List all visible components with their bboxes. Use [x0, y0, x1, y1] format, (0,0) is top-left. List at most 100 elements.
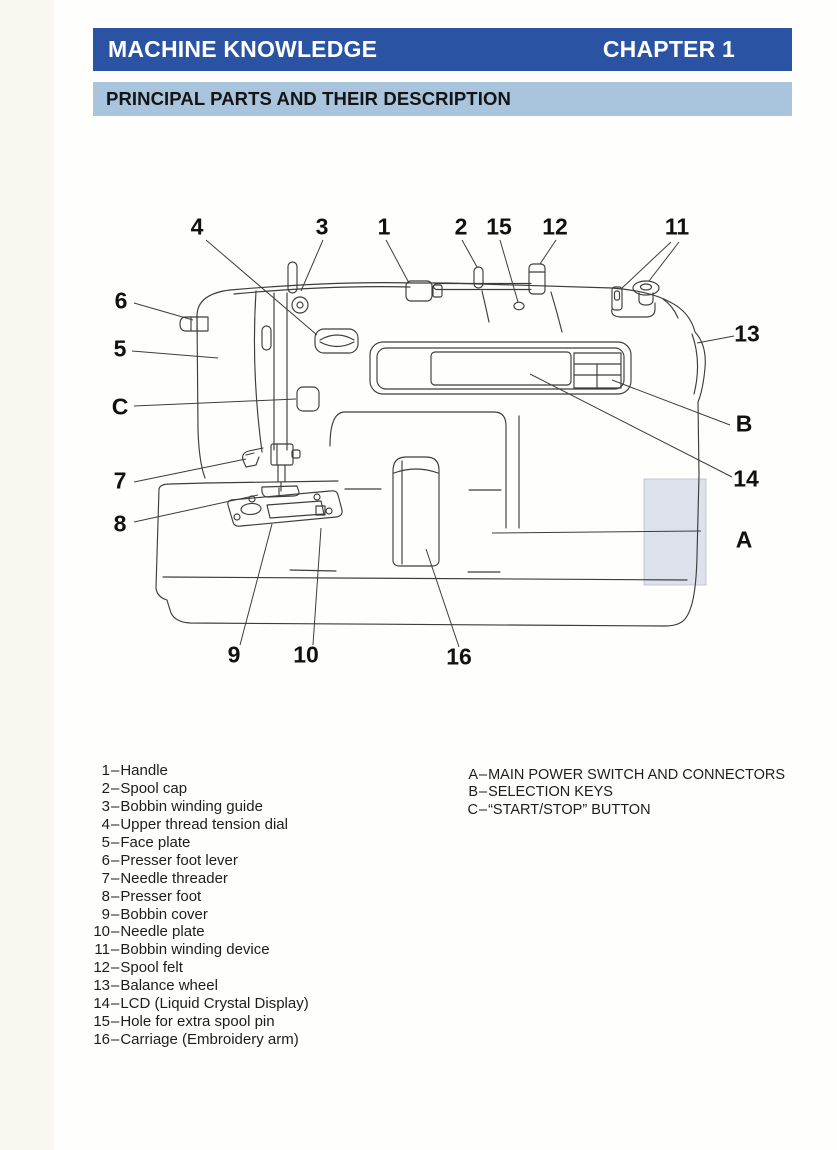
chapter-label: CHAPTER 1: [602, 36, 735, 62]
callout-14: 14: [733, 465, 759, 492]
legend-row-7: 7–Needle threader: [86, 869, 309, 887]
legend-number: 13: [93, 977, 110, 995]
section-title: PRINCIPAL PARTS AND THEIR DESCRIPTION: [106, 88, 511, 109]
callout-4: 4: [190, 213, 204, 240]
legend-number: 10: [93, 923, 110, 941]
legend-number: 11: [94, 941, 110, 959]
embroidery-carriage: [392, 456, 440, 567]
extra-spool-pin-hole: [513, 301, 525, 311]
needle-plate: [227, 490, 343, 527]
legend-separator: –: [111, 887, 120, 905]
legend-row-2: 2–Spool cap: [86, 780, 309, 798]
legend-separator: –: [111, 762, 120, 780]
callout-2: 2: [454, 213, 468, 240]
legend-number: 15: [93, 1012, 110, 1030]
lcd-panel: [369, 341, 632, 395]
legend-number: C: [467, 801, 478, 818]
callout-5: 5: [113, 335, 127, 362]
legend-number: 1: [101, 762, 110, 780]
legend-separator: –: [111, 834, 120, 851]
legend-row-8: 8–Presser foot: [86, 887, 309, 905]
legend-separator: –: [111, 923, 120, 941]
presser-foot-lever: [179, 316, 209, 332]
callout-1: 1: [377, 213, 391, 240]
legend-number: 14: [93, 995, 110, 1013]
legend-row-4: 4–Upper thread tension dial: [86, 816, 309, 834]
legend-separator: –: [111, 1012, 120, 1030]
legend-label: Bobbin winding device: [120, 941, 270, 959]
legend-separator: –: [111, 1030, 120, 1048]
legend-number: 9: [101, 905, 110, 923]
legend-row-12: 12–Spool felt: [86, 959, 309, 977]
legend-number: 6: [101, 851, 110, 869]
legend-label: Needle threader: [120, 869, 228, 887]
legend-number: 8: [101, 887, 110, 905]
needle-assembly: [242, 443, 301, 498]
legend-label: Face plate: [120, 834, 191, 851]
legend-separator: –: [111, 977, 120, 995]
callout-B: B: [735, 410, 753, 437]
machine-body: [155, 282, 706, 627]
legend-label: “START/STOP” BUTTON: [488, 801, 651, 818]
legend-row-16: 16–Carriage (Embroidery arm): [86, 1030, 309, 1048]
legend-label: LCD (Liquid Crystal Display): [120, 995, 309, 1013]
callout-9: 9: [227, 641, 241, 668]
legend-separator: –: [111, 959, 120, 977]
legend-row-B: B–SELECTION KEYS: [464, 784, 785, 802]
legend-label: Presser foot lever: [120, 851, 238, 869]
legend-number: 3: [101, 798, 110, 816]
legend-separator: –: [479, 784, 488, 801]
legend-separator: –: [111, 995, 120, 1013]
presser-foot: [261, 485, 300, 498]
legend-separator: –: [111, 851, 120, 869]
start-stop-button: [296, 386, 320, 412]
legend-label: Carriage (Embroidery arm): [120, 1030, 299, 1048]
callout-12: 12: [542, 213, 568, 240]
legend-separator: –: [111, 816, 120, 834]
header-bar: MACHINE KNOWLEDGE CHAPTER 1: [93, 28, 792, 71]
spool-felt-pin: [528, 263, 546, 295]
legend-separator: –: [111, 941, 120, 959]
legend-separator: –: [111, 798, 120, 816]
callout-6: 6: [114, 287, 128, 314]
legend-row-14: 14–LCD (Liquid Crystal Display): [86, 995, 309, 1013]
legend-label: SELECTION KEYS: [488, 784, 613, 801]
handle: [405, 280, 443, 302]
page-left-margin: [0, 0, 54, 1150]
face-plate: [253, 290, 288, 453]
legend-label: Spool cap: [120, 780, 188, 798]
legend-row-C: C–“START/STOP” BUTTON: [464, 801, 785, 819]
lcd-display: [430, 351, 572, 386]
legend-row-15: 15–Hole for extra spool pin: [86, 1012, 309, 1030]
callout-16: 16: [446, 643, 472, 670]
callout-15: 15: [486, 213, 512, 240]
legend-row-10: 10–Needle plate: [86, 923, 309, 941]
legend-label: Balance wheel: [120, 977, 218, 995]
legend-label: MAIN POWER SWITCH AND CONNECTORS: [488, 766, 786, 783]
legend-number: B: [468, 784, 478, 801]
legend-separator: –: [479, 801, 488, 818]
legend-separator: –: [479, 766, 488, 783]
legend-row-3: 3–Bobbin winding guide: [86, 798, 309, 816]
selection-keys: [573, 352, 622, 389]
legend-label: Spool felt: [120, 959, 183, 977]
spool-cap: [473, 266, 484, 289]
legend-row-A: A–MAIN POWER SWITCH AND CONNECTORS: [464, 766, 785, 784]
callout-10: 10: [293, 641, 319, 668]
power-panel: [643, 478, 707, 586]
callout-8: 8: [113, 510, 127, 537]
callout-C: C: [111, 393, 129, 420]
callout-13: 13: [734, 320, 760, 347]
spool-assembly: [432, 263, 563, 333]
legend-label: Bobbin cover: [120, 905, 208, 923]
legend-separator: –: [111, 905, 120, 923]
legend-label: Presser foot: [120, 887, 202, 905]
legend-label: Handle: [120, 762, 168, 780]
legend-number: 12: [93, 959, 110, 977]
bobbin-cover: [240, 502, 262, 516]
callout-7: 7: [113, 467, 127, 494]
